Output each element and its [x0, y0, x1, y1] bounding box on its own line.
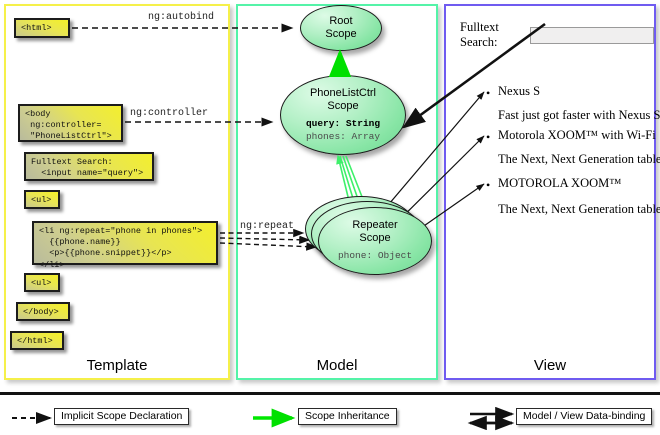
phonelistctrl-scope-ellipse: PhoneListCtrl Scope query: String phones…	[280, 75, 406, 155]
plc-prop-query: query: String	[305, 118, 381, 130]
phone-name: MOTOROLA XOOM™	[498, 176, 622, 190]
ul-close-box: <ul>	[24, 273, 60, 292]
repeater-scope-title-line2: Scope	[359, 231, 391, 244]
plc-prop-phones: phones: Array	[305, 130, 381, 142]
root-scope-ellipse: Root Scope	[300, 5, 382, 51]
ul-open-box: <ul>	[24, 190, 60, 209]
legend-label-databinding: Model / View Data-binding	[516, 407, 653, 425]
phone-name: Nexus S	[498, 84, 541, 98]
body-close-box: </body>	[16, 302, 70, 321]
li-repeat-box: <li ng:repeat="phone in phones"> {{phone…	[32, 221, 218, 270]
plc-scope-title-line1: PhoneListCtrl	[309, 87, 377, 100]
root-scope-title-line1: Root	[329, 15, 353, 28]
list-bullet: •	[486, 178, 491, 192]
repeater-scope-title-line1: Repeater	[352, 219, 398, 232]
column-model: Model	[236, 4, 438, 380]
repeater-scope-ellipse: Repeater Scope phone: Object	[318, 207, 432, 275]
legend: Implicit Scope Declaration Scope Inherit…	[0, 405, 660, 431]
html-open-box: <html>	[14, 18, 70, 38]
view-search-row: Fulltext Search:	[460, 20, 654, 50]
legend-item-implicit: Implicit Scope Declaration	[54, 405, 190, 427]
column-label-template: Template	[86, 357, 148, 374]
phone-name: Motorola XOOM™ with Wi-Fi	[498, 128, 656, 142]
label-ng-autobind: ng:autobind	[148, 12, 215, 23]
label-ng-controller: ng:controller	[130, 108, 209, 119]
view-search-label: Fulltext Search:	[460, 20, 499, 49]
column-label-view: View	[533, 357, 567, 374]
body-controller-box: <body ng:controller= "PhoneListCtrl">	[18, 104, 123, 142]
root-scope-title-line2: Scope	[325, 28, 357, 40]
repeater-prop-phone: phone: Object	[337, 250, 413, 262]
view-render: Fulltext Search: • Nexus S Fast just got…	[446, 6, 660, 378]
column-view: View Fulltext Search: • Nexus S Fast jus…	[444, 4, 660, 380]
legend-label-implicit: Implicit Scope Declaration	[54, 407, 190, 425]
plc-scope-title-line2: Scope	[327, 99, 359, 112]
phone-snippet: The Next, Next Generation tablet.	[498, 152, 660, 166]
html-close-box: </html>	[10, 331, 64, 350]
phone-snippet: Fast just got faster with Nexus S.	[498, 108, 660, 122]
legend-label-inheritance: Scope Inheritance	[298, 407, 397, 425]
legend-item-databinding: Model / View Data-binding	[516, 405, 653, 427]
legend-divider	[0, 392, 660, 395]
column-label-model: Model	[316, 357, 358, 374]
legend-item-inheritance: Scope Inheritance	[298, 405, 397, 427]
list-bullet: •	[486, 86, 491, 100]
fulltext-search-box: Fulltext Search: <input name="query">	[24, 152, 154, 181]
list-bullet: •	[486, 130, 491, 144]
view-search-input[interactable]	[530, 26, 654, 44]
phone-snippet: The Next, Next Generation tablet.	[498, 202, 660, 216]
label-ng-repeat: ng:repeat	[240, 221, 295, 232]
